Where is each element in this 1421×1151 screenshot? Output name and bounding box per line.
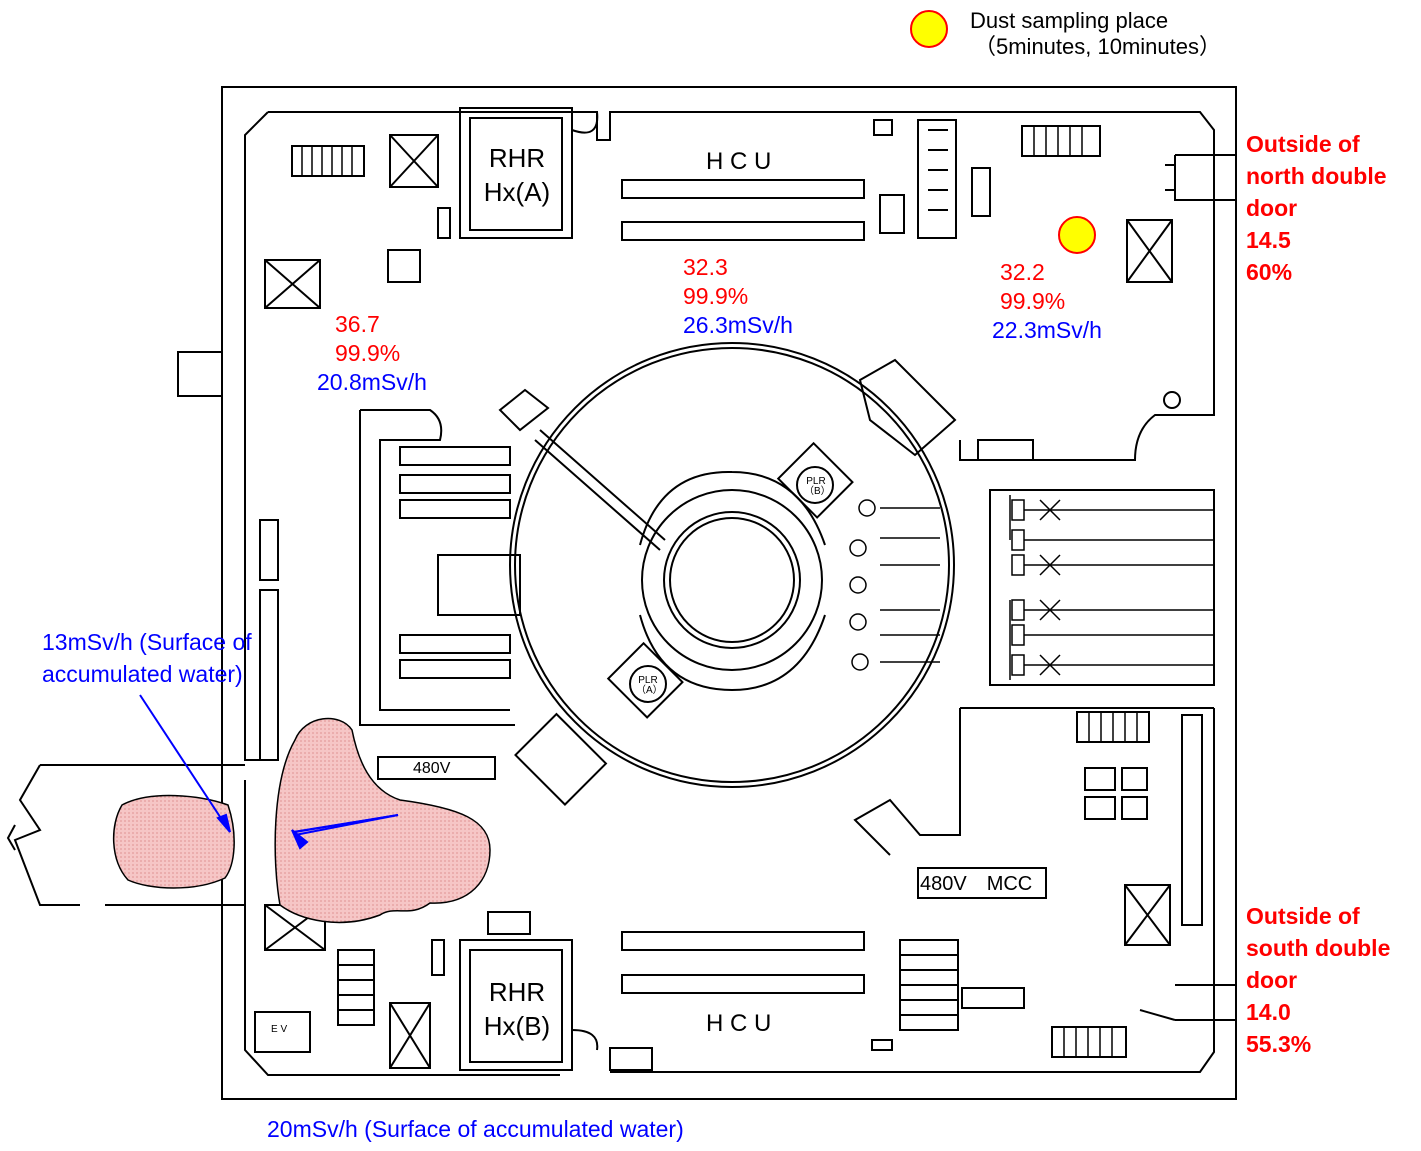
rhr-a-line1: RHR xyxy=(488,143,546,173)
measurement-nw-humidity: 99.9% xyxy=(335,340,401,366)
hcu-top-label: H C U xyxy=(706,148,772,175)
water-left-line2: accumulated water) xyxy=(42,661,243,687)
rhr-b-line1: RHR xyxy=(488,977,546,1007)
water-pool-left xyxy=(112,794,235,889)
panel-480v-label: 480V xyxy=(413,760,451,777)
outside-south-humidity: 55.3% xyxy=(1246,1031,1312,1057)
panel-480v-mcc-label: 480V MCC xyxy=(920,873,1033,895)
measurement-n-humidity: 99.9% xyxy=(683,283,749,309)
rhr-a-line2: Hx(A) xyxy=(483,177,551,207)
plr-b-label: PLR （B） xyxy=(804,476,831,497)
south-door xyxy=(1139,984,1236,1021)
north-door xyxy=(1165,154,1236,201)
outside-north-humidity: 60% xyxy=(1246,259,1293,285)
hcu-bottom-label: H C U xyxy=(706,1010,772,1037)
plr-a-label: PLR （A） xyxy=(636,675,663,696)
ev-label: E V xyxy=(271,1024,288,1035)
containment-outer xyxy=(509,342,955,788)
rhr-hx-b-box xyxy=(459,939,573,1071)
legend-text: Dust sampling place （5minutes, 10minutes… xyxy=(970,10,1221,58)
outside-north-line2: north double xyxy=(1246,163,1387,189)
west-corridor xyxy=(13,764,245,906)
measurement-n: 32.3 99.9% 26.3mSv/h xyxy=(683,256,793,337)
outside-north-temp: 14.5 xyxy=(1246,227,1291,253)
inner-wall xyxy=(268,111,1215,461)
outside-north-line3: door xyxy=(1246,195,1298,221)
outside-south-line2: south double xyxy=(1246,935,1391,961)
outside-south-label: Outside of south double door 14.0 55.3% xyxy=(1246,905,1390,1056)
outside-south-line1: Outside of xyxy=(1246,903,1360,929)
outside-north-line1: Outside of xyxy=(1246,131,1360,157)
measurement-ne-temp: 32.2 xyxy=(1000,259,1045,285)
measurement-n-dose: 26.3mSv/h xyxy=(683,312,793,338)
legend-marker xyxy=(910,10,948,48)
hcu-top-row1 xyxy=(621,179,865,199)
measurement-ne-dose: 22.3mSv/h xyxy=(992,317,1102,343)
rhr-hx-a-box xyxy=(459,107,573,239)
measurement-ne-humidity: 99.9% xyxy=(1000,288,1066,314)
plr-a-line1: PLR xyxy=(638,675,658,686)
outside-south-temp: 14.0 xyxy=(1246,999,1291,1025)
legend-line2: （5minutes, 10minutes） xyxy=(974,34,1221,59)
hcu-bottom-row1 xyxy=(621,931,865,951)
dust-sampling-marker xyxy=(1058,216,1096,254)
measurement-nw-temp: 36.7 xyxy=(335,311,380,337)
water-bottom-label: 20mSv/h (Surface of accumulated water) xyxy=(267,1116,684,1142)
water-left-line1: 13mSv/h (Surface of xyxy=(42,629,252,655)
outside-south-line3: door xyxy=(1246,967,1298,993)
reactor-vessel xyxy=(669,517,795,643)
measurement-n-temp: 32.3 xyxy=(683,254,728,280)
measurement-nw-dose: 20.8mSv/h xyxy=(317,369,427,395)
arrow-left xyxy=(139,694,231,833)
plr-b-line1: PLR xyxy=(806,476,826,487)
plr-a-line2: （A） xyxy=(636,685,663,696)
legend-line1: Dust sampling place xyxy=(970,8,1169,33)
water-pool-main xyxy=(274,717,491,924)
outside-north-label: Outside of north double door 14.5 60% xyxy=(1246,133,1387,284)
plr-b-line2: （B） xyxy=(804,486,831,497)
measurement-nw: 36.7 99.9% 20.8mSv/h xyxy=(317,311,427,394)
water-left-label: 13mSv/h (Surface of accumulated water) xyxy=(42,631,252,686)
building-outline xyxy=(221,86,1237,1100)
measurement-ne: 32.2 99.9% 22.3mSv/h xyxy=(992,259,1102,342)
rhr-b-label: RHR Hx(B) xyxy=(476,979,558,1039)
rhr-b-line2: Hx(B) xyxy=(483,1011,551,1041)
rhr-a-label: RHR Hx(A) xyxy=(478,145,556,205)
